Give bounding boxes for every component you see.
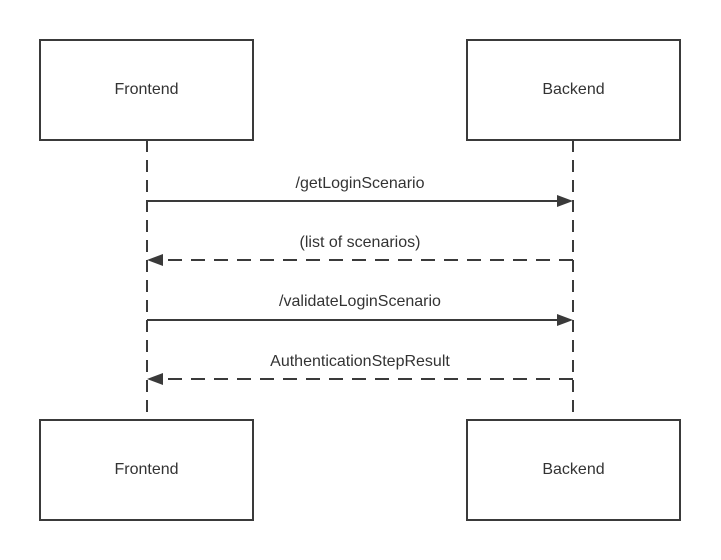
message-label: (list of scenarios) bbox=[300, 234, 421, 251]
participant-box bbox=[39, 39, 254, 141]
arrowhead-left bbox=[147, 254, 163, 266]
message-label: AuthenticationStepResult bbox=[270, 353, 450, 370]
participant-frontend-bottom: Frontend bbox=[39, 419, 254, 521]
message-list-of-scenarios: (list of scenarios) bbox=[147, 234, 573, 266]
arrowhead-left bbox=[147, 373, 163, 385]
participant-box bbox=[466, 39, 681, 141]
message-label: /validateLoginScenario bbox=[279, 293, 441, 310]
participant-label: Backend bbox=[542, 81, 604, 98]
message-authentication-step-result: AuthenticationStepResult bbox=[147, 353, 573, 385]
message-label: /getLoginScenario bbox=[296, 175, 425, 192]
participant-label: Frontend bbox=[114, 461, 178, 478]
participant-label: Frontend bbox=[114, 81, 178, 98]
participant-backend-bottom: Backend bbox=[466, 419, 681, 521]
participant-box bbox=[466, 419, 681, 521]
participant-box bbox=[39, 419, 254, 521]
participant-frontend-top: Frontend bbox=[39, 39, 254, 141]
participant-backend-top: Backend bbox=[466, 39, 681, 141]
participant-label: Backend bbox=[542, 461, 604, 478]
arrowhead-right bbox=[557, 314, 573, 326]
message-validate-login-scenario: /validateLoginScenario bbox=[147, 293, 573, 326]
arrowhead-right bbox=[557, 195, 573, 207]
message-get-login-scenario: /getLoginScenario bbox=[147, 175, 573, 207]
